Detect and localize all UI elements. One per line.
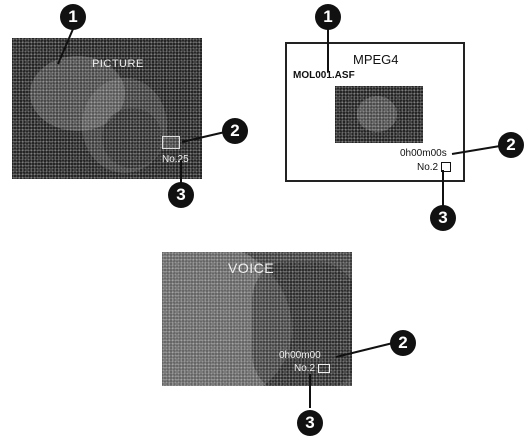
leader-1-picture <box>58 29 73 64</box>
leader-2-picture <box>182 132 225 142</box>
callout-3-voice: 3 <box>297 410 323 436</box>
callout-2-mpeg4: 2 <box>498 132 524 158</box>
callout-2-picture: 2 <box>222 118 248 144</box>
callout-1-picture: 1 <box>60 4 86 30</box>
callout-2-voice: 2 <box>390 330 416 356</box>
callout-3-mpeg4: 3 <box>430 205 456 231</box>
callout-3-picture: 3 <box>168 182 194 208</box>
leader-2-mpeg4 <box>452 146 500 154</box>
callout-1-mpeg4: 1 <box>315 4 341 30</box>
leader-2-voice <box>336 343 393 357</box>
